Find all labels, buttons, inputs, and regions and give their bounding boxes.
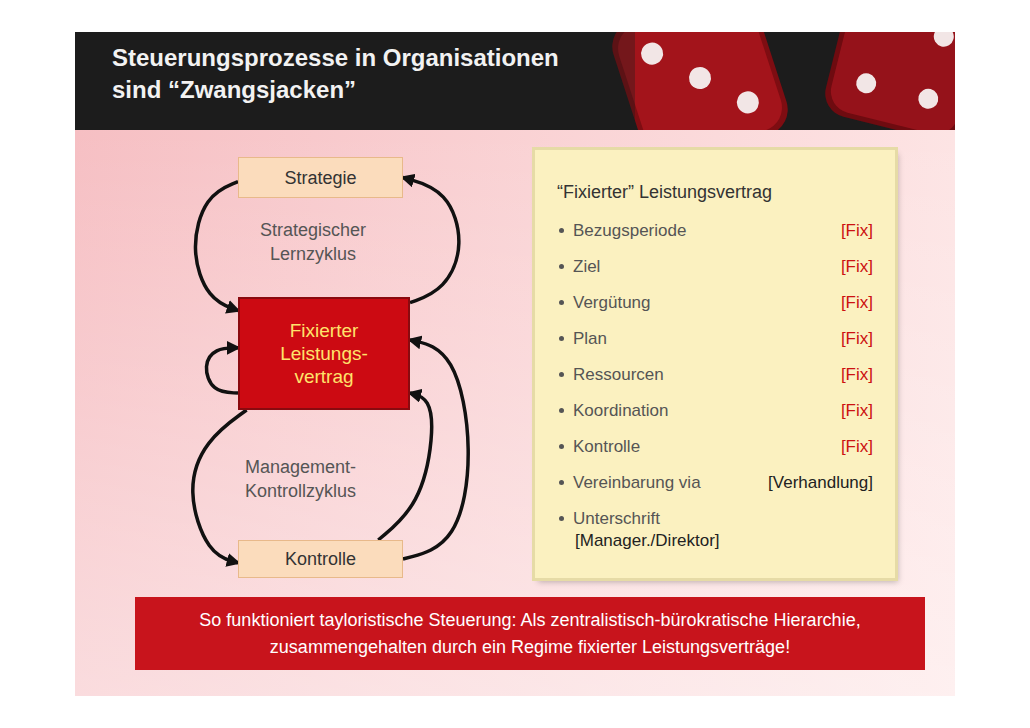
slide-title: Steuerungsprozesse in Organisationen sin… — [112, 42, 612, 106]
note-row: Kontrolle [Fix] — [557, 436, 873, 472]
bullet — [559, 300, 564, 305]
bullet — [559, 336, 564, 341]
note-item: Ziel — [557, 256, 600, 278]
process-box: Strategie — [238, 157, 403, 198]
cycle-arrow — [403, 340, 468, 559]
pink-shade — [75, 130, 955, 696]
item-text: Vereinbarung via — [573, 473, 701, 492]
note-row: Unterschrift [Manager./Direktor] — [557, 508, 873, 560]
bullet — [559, 444, 564, 449]
bullet — [559, 264, 564, 269]
note-row: Koordination [Fix] — [557, 400, 873, 436]
item-tag: [Fix] — [835, 364, 873, 386]
note-item: Vereinbarung via — [557, 472, 701, 494]
note-row: Vereinbarung via [Verhandlung] — [557, 472, 873, 508]
note-row: Bezugsperiode [Fix] — [557, 220, 873, 256]
note-item: Bezugsperiode — [557, 220, 686, 242]
note-heading: “Fixierter” Leistungsvertrag — [557, 180, 873, 220]
note-item: Kontrolle — [557, 436, 640, 458]
note-item: Unterschrift — [557, 508, 660, 530]
cycle-label: Management- Kontrollzyklus — [245, 455, 395, 503]
item-text: Koordination — [573, 401, 668, 420]
item-text: Kontrolle — [573, 437, 640, 456]
bullet — [559, 228, 564, 233]
cycle-arrow — [378, 393, 431, 540]
item-tag: [Fix] — [835, 292, 873, 314]
item-text: Ziel — [573, 257, 600, 276]
note-row: Vergütung [Fix] — [557, 292, 873, 328]
note-paper: “Fixierter” LeistungsvertragBezugsperiod… — [535, 150, 895, 578]
cycle-arrow — [195, 182, 238, 311]
item-text: Plan — [573, 329, 607, 348]
bullet — [559, 408, 564, 413]
dice-illustration — [75, 32, 955, 130]
node-label: Strategie — [284, 167, 356, 189]
note-row: Ziel [Fix] — [557, 256, 873, 292]
bullet — [559, 480, 564, 485]
cycle-arrow — [206, 348, 238, 393]
item-tag: [Fix] — [835, 400, 873, 422]
note-item: Ressourcen — [557, 364, 664, 386]
note-item: Plan — [557, 328, 607, 350]
item-tag: [Manager./Direktor] — [557, 530, 720, 552]
item-tag: [Fix] — [835, 256, 873, 278]
caption-text: So funktioniert tayloristische Steuerung… — [153, 607, 907, 661]
note-item: Vergütung — [557, 292, 651, 314]
title-banner — [75, 32, 955, 130]
note-row: Ressourcen [Fix] — [557, 364, 873, 400]
node-label: Kontrolle — [285, 548, 356, 570]
item-tag: [Fix] — [835, 436, 873, 458]
item-tag: [Fix] — [835, 220, 873, 242]
item-text: Vergütung — [573, 293, 651, 312]
bullet — [559, 516, 564, 521]
bullet — [559, 372, 564, 377]
pink-panel — [75, 130, 955, 696]
item-tag: [Verhandlung] — [762, 472, 873, 494]
item-text: Unterschrift — [573, 509, 660, 528]
cycle-arrow — [403, 178, 459, 303]
process-box: Kontrolle — [238, 540, 403, 578]
item-text: Ressourcen — [573, 365, 664, 384]
note-item: Koordination — [557, 400, 668, 422]
caption-box: So funktioniert tayloristische Steuerung… — [135, 597, 925, 670]
item-text: Bezugsperiode — [573, 221, 686, 240]
node-label: Fixierter Leistungs- vertrag — [268, 319, 380, 388]
cycle-label: Strategischer Lernzyklus — [248, 218, 378, 266]
item-tag: [Fix] — [835, 328, 873, 350]
note-row: Plan [Fix] — [557, 328, 873, 364]
process-box: Fixierter Leistungs- vertrag — [238, 297, 410, 410]
